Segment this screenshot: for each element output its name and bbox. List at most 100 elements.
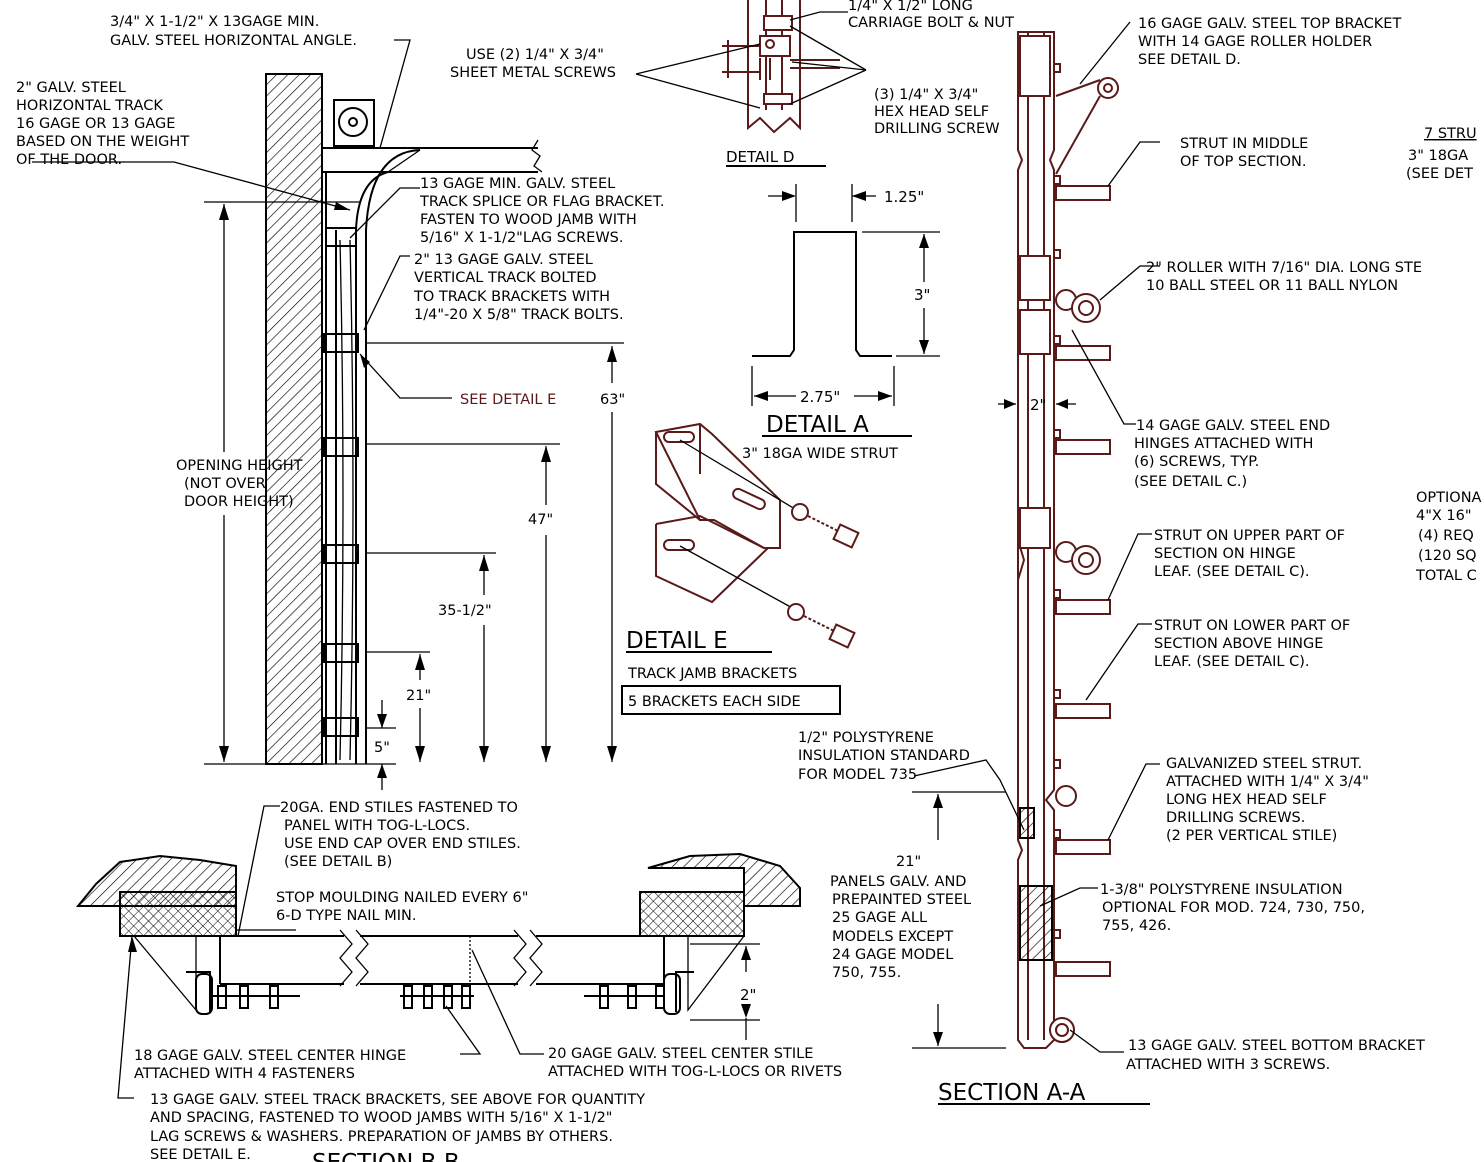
section-bb xyxy=(75,805,801,1099)
opening-height-1: OPENING HEIGHT xyxy=(176,458,303,474)
strut-upper-2: SECTION ON HINGE xyxy=(1154,546,1296,562)
detail-a xyxy=(751,184,940,437)
carriage-bolt-2: CARRIAGE BOLT & NUT xyxy=(848,15,1014,31)
dim-2-section: 2" xyxy=(1030,396,1046,414)
panels-3: PREPAINTED STEEL xyxy=(832,892,971,908)
strut-middle-2: OF TOP SECTION. xyxy=(1180,154,1306,170)
optional-5: TOTAL C xyxy=(1415,568,1477,584)
sheet-screws-2: SHEET METAL SCREWS xyxy=(450,65,616,81)
center-hinge-2: ATTACHED WITH 4 FASTENERS xyxy=(134,1066,355,1082)
galv-strut-1: GALVANIZED STEEL STRUT. xyxy=(1166,756,1362,772)
dim-2-75: 2.75" xyxy=(800,388,840,406)
dim-2-section-bb: 2" xyxy=(740,986,756,1004)
panels-1: 21" xyxy=(896,854,921,870)
hex-screws-1: (3) 1/4" X 3/4" xyxy=(874,87,978,103)
panels-2: PANELS GALV. AND xyxy=(830,874,966,890)
center-stile-1: 20 GAGE GALV. STEEL CENTER STILE xyxy=(548,1046,813,1062)
bottom-bracket-2: ATTACHED WITH 3 SCREWS. xyxy=(1126,1057,1330,1073)
dim-63: 63" xyxy=(600,392,625,408)
horiz-track-note-5: OF THE DOOR. xyxy=(16,152,122,168)
carriage-bolt-1: 1/4" X 1/2" LONG xyxy=(848,0,973,14)
angle-note-1: 3/4" X 1-1/2" X 13GAGE MIN. xyxy=(110,14,319,30)
top-bracket-2: WITH 14 GAGE ROLLER HOLDER xyxy=(1138,34,1372,50)
strut-upper-1: STRUT ON UPPER PART OF xyxy=(1154,528,1345,544)
horiz-track-note-3: 16 GAGE OR 13 GAGE xyxy=(16,116,175,132)
detail-e xyxy=(621,422,860,715)
horiz-track-note-2: HORIZONTAL TRACK xyxy=(16,98,163,114)
detail-a-subtitle: 3" 18GA WIDE STRUT xyxy=(742,446,898,462)
dim-47: 47" xyxy=(528,512,553,528)
stop-moulding-1: STOP MOULDING NAILED EVERY 6" xyxy=(276,890,528,906)
optional-1: OPTIONA xyxy=(1416,490,1482,506)
detail-d-title: DETAIL D xyxy=(726,148,794,166)
track-brackets-2: AND SPACING, FASTENED TO WOOD JAMBS WITH… xyxy=(150,1110,612,1126)
panels-4: 25 GAGE ALL xyxy=(832,910,927,926)
center-stile-2: ATTACHED WITH TOG-L-LOCS OR RIVETS xyxy=(548,1064,842,1080)
strut-lower-2: SECTION ABOVE HINGE xyxy=(1154,636,1323,652)
hex-screws-3: DRILLING SCREW xyxy=(874,121,1000,137)
insul-half-1: 1/2" POLYSTYRENE xyxy=(798,730,934,746)
dim-1-25: 1.25" xyxy=(884,188,924,206)
track-brackets-4: SEE DETAIL E. xyxy=(150,1147,251,1162)
insul-138-1: 1-3/8" POLYSTYRENE INSULATION xyxy=(1100,882,1343,898)
end-stiles-1: 20GA. END STILES FASTENED TO xyxy=(280,800,518,816)
side-elevation xyxy=(32,39,624,790)
vert-track-note-1: 2" 13 GAGE GALV. STEEL xyxy=(414,252,593,268)
top-bracket-1: 16 GAGE GALV. STEEL TOP BRACKET xyxy=(1138,16,1401,32)
end-stiles-4: (SEE DETAIL B) xyxy=(284,854,392,870)
center-hinge-1: 18 GAGE GALV. STEEL CENTER HINGE xyxy=(134,1048,406,1064)
roller-1: 2" ROLLER WITH 7/16" DIA. LONG STE xyxy=(1146,260,1422,276)
hex-screws-2: HEX HEAD SELF xyxy=(874,104,989,120)
strut-middle-1: STRUT IN MIDDLE xyxy=(1180,136,1308,152)
struts-7-2: 3" 18GA xyxy=(1408,148,1468,164)
track-brackets-1: 13 GAGE GALV. STEEL TRACK BRACKETS, SEE … xyxy=(150,1092,645,1108)
vert-track-note-2: VERTICAL TRACK BOLTED xyxy=(414,270,597,286)
splice-note-4: 5/16" X 1-1/2"LAG SCREWS. xyxy=(420,230,623,246)
horiz-track-note-1: 2" GALV. STEEL xyxy=(16,80,126,96)
optional-2: 4"X 16" xyxy=(1416,508,1472,524)
section-aa-title: SECTION A-A xyxy=(938,1080,1086,1106)
see-detail-e-label: SEE DETAIL E xyxy=(460,392,556,408)
insul-138-3: 755, 426. xyxy=(1102,918,1171,934)
end-hinges-4: (SEE DETAIL C.) xyxy=(1134,474,1247,490)
dim-35-half: 35-1/2" xyxy=(438,603,492,619)
insul-half-3: FOR MODEL 735 xyxy=(798,767,917,783)
strut-upper-3: LEAF. (SEE DETAIL C). xyxy=(1154,564,1310,580)
panels-5: MODELS EXCEPT xyxy=(832,929,953,945)
end-hinges-1: 14 GAGE GALV. STEEL END xyxy=(1136,418,1330,434)
roller-2: 10 BALL STEEL OR 11 BALL NYLON xyxy=(1146,278,1398,294)
insul-138-2: OPTIONAL FOR MOD. 724, 730, 750, xyxy=(1102,900,1365,916)
end-hinges-2: HINGES ATTACHED WITH xyxy=(1134,436,1313,452)
bottom-bracket-1: 13 GAGE GALV. STEEL BOTTOM BRACKET xyxy=(1128,1038,1425,1054)
splice-note-1: 13 GAGE MIN. GALV. STEEL xyxy=(420,176,615,192)
stop-moulding-2: 6-D TYPE NAIL MIN. xyxy=(276,908,416,924)
opening-height-3: DOOR HEIGHT) xyxy=(184,494,294,510)
detail-e-title: DETAIL E xyxy=(626,628,728,654)
dim-3: 3" xyxy=(914,286,930,304)
dim-5: 5" xyxy=(374,740,390,756)
insul-half-2: INSULATION STANDARD xyxy=(798,748,970,764)
panels-6: 24 GAGE MODEL xyxy=(832,947,953,963)
optional-4: (120 SQ xyxy=(1418,548,1477,564)
end-stiles-2: PANEL WITH TOG-L-LOCS. xyxy=(284,818,470,834)
galv-strut-2: ATTACHED WITH 1/4" X 3/4" xyxy=(1166,774,1369,790)
galv-strut-3: LONG HEX HEAD SELF xyxy=(1166,792,1327,808)
splice-note-3: FASTEN TO WOOD JAMB WITH xyxy=(420,212,637,228)
detail-a-title: DETAIL A xyxy=(766,412,869,438)
opening-height-2: (NOT OVER xyxy=(184,476,266,492)
detail-e-box-text: 5 BRACKETS EACH SIDE xyxy=(628,694,801,710)
side-elevation-notes: 3/4" X 1-1/2" X 13GAGE MIN. GALV. STEEL … xyxy=(16,14,664,756)
detail-d xyxy=(635,0,867,167)
struts-7-3: (SEE DET xyxy=(1406,166,1473,182)
galv-strut-5: (2 PER VERTICAL STILE) xyxy=(1166,828,1337,844)
end-hinges-3: (6) SCREWS, TYP. xyxy=(1134,454,1259,470)
strut-lower-1: STRUT ON LOWER PART OF xyxy=(1154,618,1350,634)
struts-7-1: 7 STRU xyxy=(1424,126,1477,142)
vert-track-note-4: 1/4"-20 X 5/8" TRACK BOLTS. xyxy=(414,307,624,323)
track-brackets-3: LAG SCREWS & WASHERS. PREPARATION OF JAM… xyxy=(150,1129,613,1145)
dim-21: 21" xyxy=(406,688,431,704)
end-stiles-3: USE END CAP OVER END STILES. xyxy=(284,836,521,852)
section-bb-title: SECTION B-B xyxy=(312,1150,460,1162)
strut-lower-3: LEAF. (SEE DETAIL C). xyxy=(1154,654,1310,670)
